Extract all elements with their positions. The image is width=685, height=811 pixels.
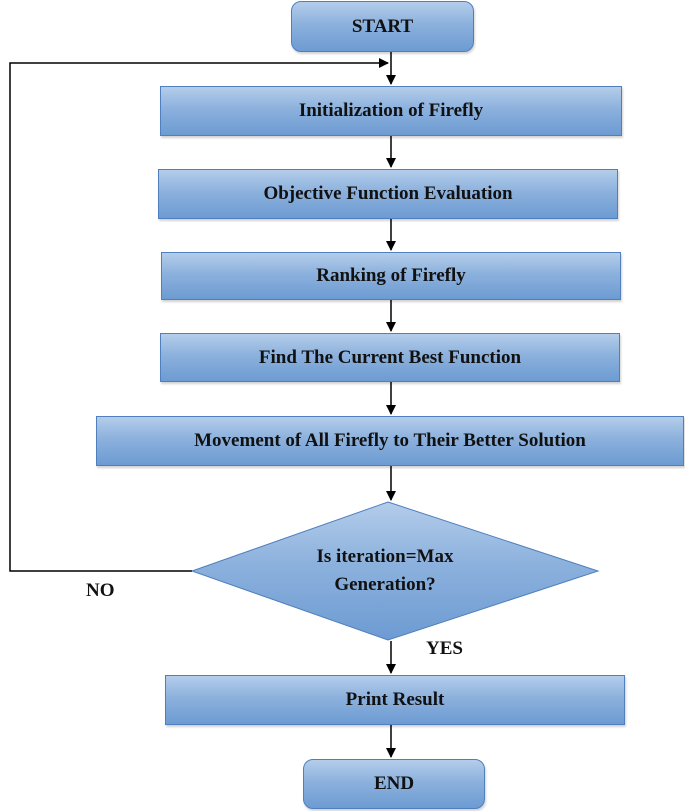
objective-node: Objective Function Evaluation bbox=[158, 169, 618, 219]
start-label: START bbox=[351, 15, 414, 37]
best-node: Find The Current Best Function bbox=[160, 333, 620, 382]
end-node: END bbox=[303, 759, 485, 809]
movement-label: Movement of All Firefly to Their Better … bbox=[194, 430, 586, 451]
print-node: Print Result bbox=[165, 675, 625, 725]
ranking-node: Ranking of Firefly bbox=[161, 252, 621, 300]
ranking-label: Ranking of Firefly bbox=[316, 265, 466, 286]
start-node: START bbox=[291, 1, 474, 52]
movement-node: Movement of All Firefly to Their Better … bbox=[96, 416, 684, 466]
objective-label: Objective Function Evaluation bbox=[263, 183, 513, 204]
no-label: NO bbox=[86, 580, 115, 601]
print-label: Print Result bbox=[345, 689, 445, 710]
end-label: END bbox=[373, 773, 415, 794]
yes-label: YES bbox=[426, 638, 463, 659]
decision-label-line2: Generation? bbox=[334, 574, 436, 595]
init-label: Initialization of Firefly bbox=[298, 100, 484, 121]
init-node: Initialization of Firefly bbox=[160, 86, 622, 136]
decision-label-line1: Is iteration=Max bbox=[316, 546, 454, 567]
best-label: Find The Current Best Function bbox=[258, 346, 522, 368]
decision-diamond bbox=[190, 501, 600, 641]
decision-label: Is iteration=Max Generation? bbox=[290, 543, 480, 599]
arrow-no-loop bbox=[9, 58, 389, 572]
